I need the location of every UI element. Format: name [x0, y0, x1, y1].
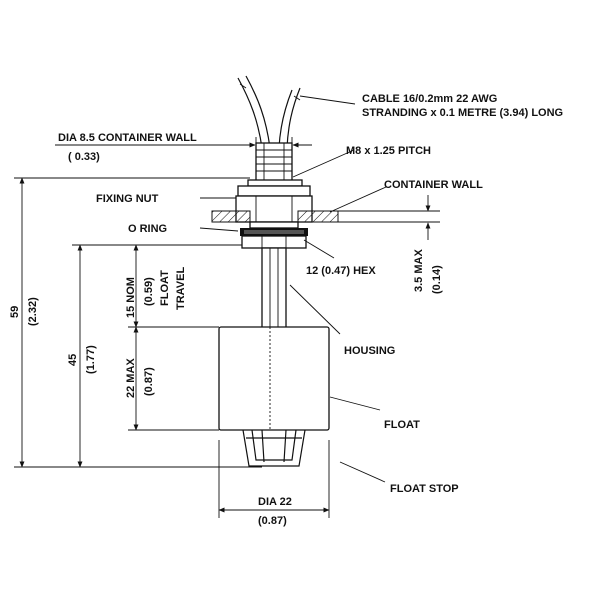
leader-lines	[199, 95, 387, 483]
o-ring	[240, 228, 308, 236]
container-wall-label: CONTAINER WALL	[384, 179, 483, 191]
max-3-5-inch: (0.14)	[431, 265, 443, 294]
max-22-inch: (0.87)	[143, 367, 155, 396]
max-3-5-label: 3.5 MAX	[413, 249, 425, 292]
dim-59-label: 59	[9, 306, 21, 318]
labels: CABLE 16/0.2mm 22 AWG STRANDING x 0.1 ME…	[9, 93, 563, 527]
nom-15-label: 15 NOM	[125, 277, 137, 318]
hex-label: 12 (0.47) HEX	[306, 265, 376, 277]
dia-22-inch: (0.87)	[258, 515, 287, 527]
float-travel-label-2: TRAVEL	[175, 267, 187, 310]
dia-container-wall-inch: ( 0.33)	[68, 151, 100, 163]
max-22-label: 22 MAX	[125, 358, 137, 398]
cables	[237, 75, 301, 149]
float-label: FLOAT	[384, 419, 420, 431]
dia-container-wall-label: DIA 8.5 CONTAINER WALL	[58, 132, 197, 144]
stem-tube	[261, 247, 287, 329]
dim-59-inch: (2.32)	[27, 297, 39, 326]
threaded-stem	[255, 142, 293, 184]
float-body	[218, 326, 330, 431]
dim-45-label: 45	[67, 354, 79, 366]
cable-label-line2: STRANDING x 0.1 METRE (3.94) LONG	[362, 107, 563, 119]
nom-15-inch: (0.59)	[143, 277, 155, 306]
dim-45-inch: (1.77)	[85, 345, 97, 374]
float-stop-label: FLOAT STOP	[390, 483, 459, 495]
dimension-lines	[14, 137, 440, 518]
hex-body	[241, 235, 307, 249]
housing-label: HOUSING	[344, 345, 395, 357]
float-stop	[242, 429, 306, 467]
cable-label-line1: CABLE 16/0.2mm 22 AWG	[362, 93, 497, 105]
thread-label: M8 x 1.25 PITCH	[346, 145, 431, 157]
dia-22-label: DIA 22	[258, 496, 292, 508]
float-travel-label-1: FLOAT	[159, 270, 171, 306]
fixing-nut-label: FIXING NUT	[96, 193, 159, 205]
o-ring-label: O RING	[128, 223, 167, 235]
